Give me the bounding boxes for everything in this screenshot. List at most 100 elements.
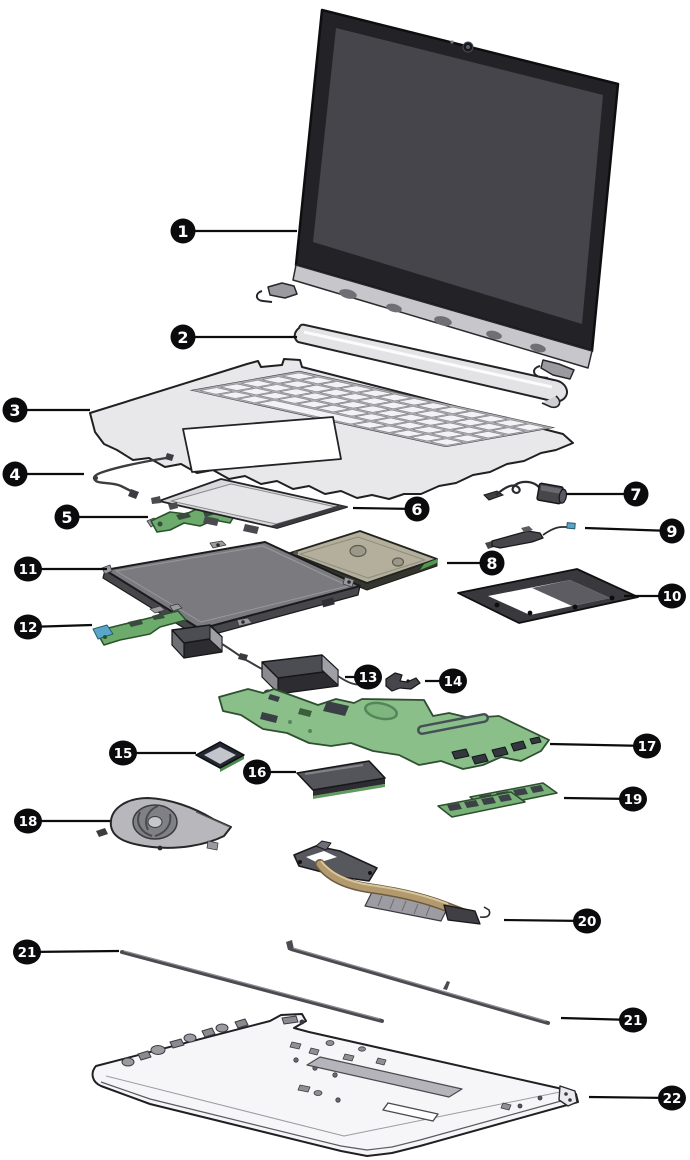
pb-board-bump [521,526,533,532]
board-port-2 [471,753,489,765]
keyboard-key [471,431,505,438]
hdd-actuator [391,557,405,567]
callout-14-small-bracket: 14 [425,668,467,694]
part-system-board [218,688,550,770]
keyboard-key [238,396,271,403]
keyboard-key [337,401,370,409]
leader-line [584,526,673,533]
callout-number: 10 [663,589,682,605]
keyboard-key [260,384,293,392]
keyboard-key [393,422,426,429]
callout-bubble [404,496,430,522]
heatsink-screw-2 [368,871,372,875]
part-heat-sink [293,840,491,925]
usb-board-bracket-2 [169,603,183,612]
callout-number: 11 [19,562,38,578]
touchpad-clip-1 [203,516,219,526]
keyboard-key [297,401,330,408]
callout-7-power-connector-cable: 7 [566,481,649,507]
touchpad-tab-left-1 [151,496,161,504]
interior-bosses [289,1040,543,1111]
callout-bubble [14,614,42,640]
board-dot-2 [308,729,312,733]
keyboard-key [415,410,449,418]
bottom-cover-rim-inner [105,1075,561,1137]
keyboard-key [219,391,252,399]
usb-board-bracket-1 [149,605,166,614]
callout-bubble [573,908,601,934]
fan-loose-screw [96,828,108,837]
touchpad-clip-2 [243,524,259,534]
callout-number: 3 [9,401,20,420]
bracket-screw-3 [572,604,578,610]
callout-21-rubber-strip-left: 21 [13,939,120,965]
callout-17-system-board: 17 [549,733,661,759]
processor-substrate [220,755,244,772]
callout-15-processor-chip: 15 [109,740,196,766]
keyboard-key-space [257,400,367,424]
keyboard-key [375,410,409,417]
callout-bubble [54,504,80,530]
keyboard-key [239,388,273,395]
fan-screw-dot [157,845,163,851]
keyboard-key [374,418,407,425]
callout-13-speakers: 13 [345,664,382,690]
keyboard-key [392,430,425,437]
part-solid-state-drive [296,760,386,799]
keyboard-key [301,377,335,384]
strip-left-body [120,950,384,1023]
battery-top [104,541,361,630]
callout-5-touchpad-button-board: 5 [54,504,148,530]
usb-board-chip-1 [128,619,143,627]
keyboard-key [492,427,525,435]
strip-right-nub [443,981,450,990]
heatsink-screw-1 [298,860,302,864]
button-board-chip-1 [176,512,191,520]
part-keyboard-top-cover [89,358,574,500]
callout-number: 7 [630,485,641,504]
heatsink-fins [377,895,431,917]
callout-6-touchpad: 6 [352,496,430,522]
part-processor [195,741,245,772]
callout-number: 18 [19,814,38,830]
board-port-1 [451,748,470,760]
bracket-screw-4 [609,595,615,601]
keyboard-key [358,397,391,405]
bracket-screw-2 [527,610,533,616]
heatsink-bracket-bump [315,840,332,851]
callout-number: 9 [666,522,677,541]
board-m2-slot-inner [419,715,487,733]
bottom-cover-body [91,1013,579,1157]
heatsink-hook [479,906,491,918]
part-memory-modules [437,782,558,818]
callout-19-memory-modules: 19 [563,786,647,812]
callout-9-power-button-board: 9 [584,518,685,544]
callout-bubble [243,759,271,785]
bottom-cover-rim [100,1081,573,1151]
part-hinge-cover [293,323,568,409]
battery-connector [321,597,335,608]
strip-left-highlight [123,950,381,1020]
heatsink-bracket-hole [306,851,337,863]
callout-number: 4 [9,465,20,484]
processor-die [204,747,236,764]
left-hinge-hook [255,290,273,303]
small-bracket-body [385,672,421,692]
usb-board-pcb [95,610,187,646]
bracket-screw-1 [494,602,500,608]
vent-strip [306,1056,463,1098]
keyboard-key [355,413,388,421]
display-screen [313,28,603,324]
keyboard-key [451,435,484,442]
speaker-slot [382,1102,439,1122]
callout-bubble [658,1085,686,1111]
hinge-cover-hook [541,395,561,409]
ssd-skirt [313,778,385,796]
part-display-assembly [255,8,620,380]
callout-3-keyboard-top-cover: 3 [2,397,90,423]
keyboard-key [281,380,314,388]
keyboard-key [321,381,354,388]
keyboard-key [319,389,352,396]
hdd-spindle [349,544,367,558]
